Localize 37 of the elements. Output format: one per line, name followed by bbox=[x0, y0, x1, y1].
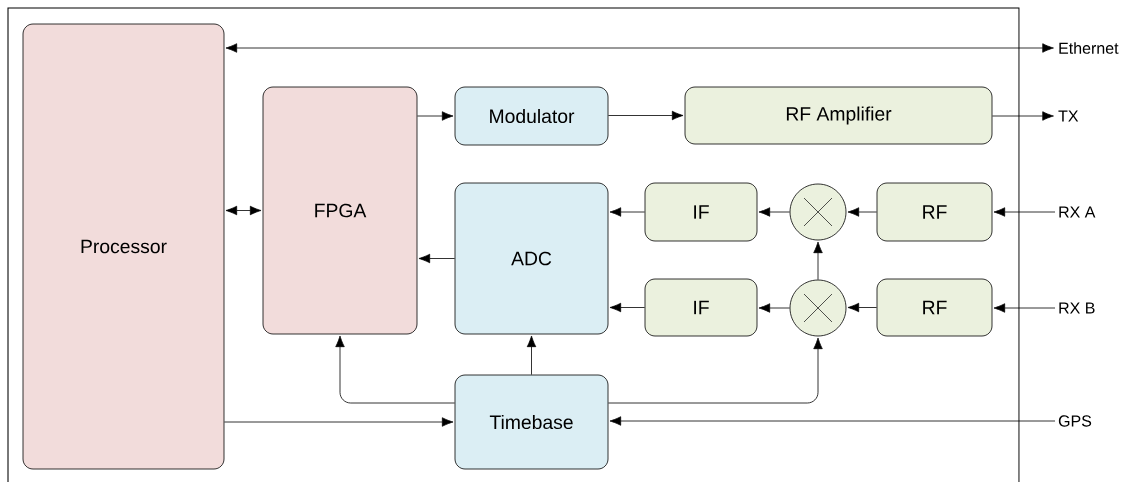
port-label: RX A bbox=[1059, 206, 1096, 218]
arrow bbox=[609, 207, 645, 217]
block-box: RF Amplifier bbox=[684, 86, 993, 145]
block-box: IF bbox=[644, 278, 758, 337]
arrow bbox=[608, 337, 823, 404]
arrow bbox=[609, 416, 1056, 426]
block-box: ADC bbox=[454, 182, 609, 335]
port-label: Ethernet bbox=[1059, 42, 1119, 54]
arrow bbox=[224, 417, 454, 427]
port-label: RX B bbox=[1059, 302, 1095, 314]
arrow bbox=[608, 110, 684, 121]
block-box: RF bbox=[876, 278, 993, 337]
mixer-circle bbox=[789, 183, 847, 241]
arrow bbox=[992, 111, 1054, 121]
mixer-circle bbox=[789, 279, 847, 337]
arrow bbox=[813, 241, 823, 280]
arrow bbox=[758, 207, 790, 217]
arrow bbox=[335, 335, 455, 404]
block-box: Timebase bbox=[454, 374, 609, 470]
arrow bbox=[225, 205, 262, 216]
block-box: IF bbox=[644, 182, 758, 242]
arrow bbox=[847, 207, 877, 217]
port-label: TX bbox=[1058, 110, 1079, 122]
block-box: RF bbox=[876, 182, 993, 242]
block-box: Processor bbox=[22, 23, 225, 470]
arrow bbox=[418, 253, 455, 264]
block-box: Modulator bbox=[454, 86, 609, 146]
arrow bbox=[225, 43, 1054, 53]
arrow bbox=[526, 335, 537, 375]
arrow bbox=[609, 302, 645, 313]
arrow bbox=[993, 207, 1056, 217]
arrow bbox=[417, 111, 454, 121]
arrow bbox=[993, 303, 1056, 313]
block-box: FPGA bbox=[262, 86, 418, 335]
arrow bbox=[758, 303, 790, 313]
arrow bbox=[847, 302, 877, 313]
port-label: GPS bbox=[1058, 415, 1092, 427]
